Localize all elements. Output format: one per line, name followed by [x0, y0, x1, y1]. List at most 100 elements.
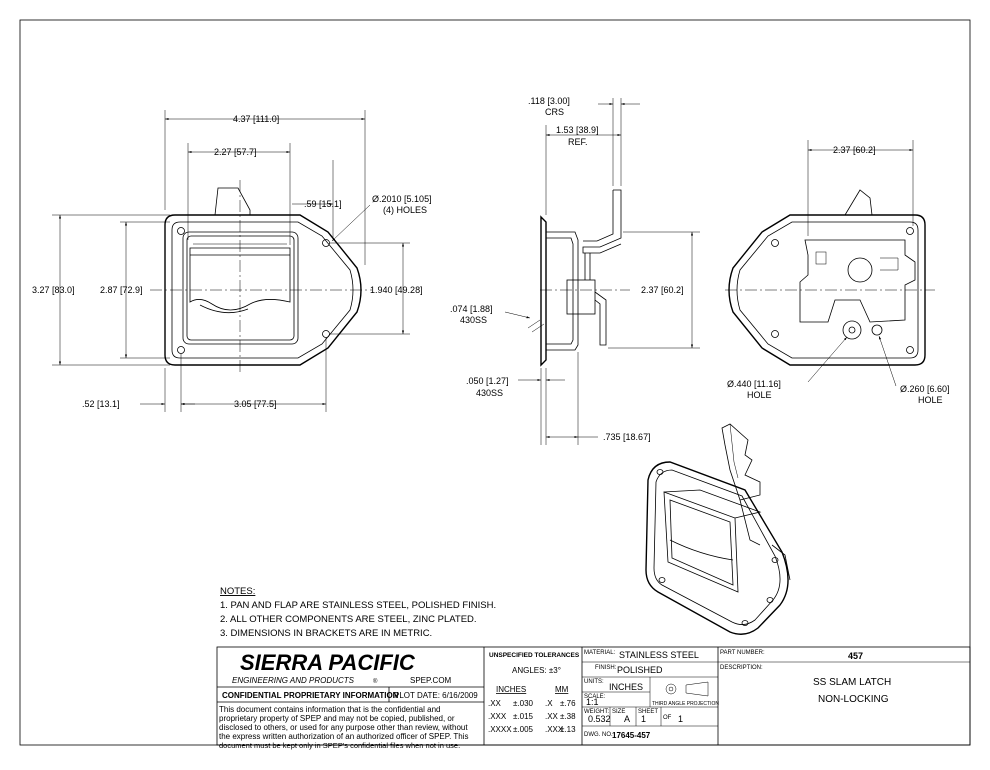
note-1: 1. PAN AND FLAP ARE STAINLESS STEEL, POL… [220, 600, 496, 611]
disclaimer-5: document must be kept only in SPEP's con… [219, 741, 460, 750]
finish-value: POLISHED [617, 665, 663, 675]
angles: ANGLES: ±3° [512, 666, 561, 675]
dim-flap-thk-mm: 3.00 [550, 96, 568, 106]
note-2: 2. ALL OTHER COMPONENTS ARE STEEL, ZINC … [220, 614, 477, 625]
front-view: 4.37 [111.0] 2.27 [57.7] .59 [15.1] Ø.20… [32, 110, 432, 412]
desc-label: DESCRIPTION: [720, 665, 763, 671]
tol-in-2: .XXX [488, 712, 507, 721]
dim-flap-thk: .118 [528, 96, 545, 106]
svg-text:Ø.440 [11.16]: Ø.440 [11.16] [727, 379, 781, 389]
size-label: SIZE [612, 709, 625, 715]
svg-text:.52 [13.1]: .52 [13.1] [82, 399, 120, 409]
finish-label: FINISH: [595, 665, 617, 671]
units-label: UNITS: [584, 679, 604, 685]
isometric-view [645, 423, 791, 635]
svg-text:Ø.260 [6.60]: Ø.260 [6.60] [900, 384, 950, 394]
dim-depth-ref: 1.53 [556, 125, 574, 135]
dim-side-height-mm: 60.2 [664, 285, 682, 295]
scale-value: 1:1 [586, 697, 599, 707]
sheet-label: SHEET [638, 709, 658, 715]
svg-text:2.37 [60.2]: 2.37 [60.2] [641, 285, 684, 295]
part-number: 457 [848, 651, 863, 661]
tol-in-1: .XX [488, 699, 502, 708]
dim-pan-thk-note: 430SS [460, 315, 487, 325]
dim-front-width-mm: 111.0 [256, 114, 277, 124]
dim-edge-offset-mm: 13.1 [100, 399, 118, 409]
dwg-number: 17645-457 [612, 731, 651, 740]
material-value: STAINLESS STEEL [619, 650, 699, 660]
dim-flap-thk-note: CRS [545, 107, 564, 117]
tolerance-table: .XX ±.030 .X ±.76 .XXX ±.015 .XX ±.38 .X… [488, 699, 576, 734]
svg-text:.074 [1.88]: .074 [1.88] [450, 304, 493, 314]
desc-line-2: NON-LOCKING [818, 694, 889, 705]
disclaimer-4: the express written authorization of an … [219, 732, 468, 741]
svg-text:3.27 [83.0]: 3.27 [83.0] [32, 285, 75, 295]
notes-heading: NOTES: [220, 586, 255, 597]
svg-text:4.37 [111.0]: 4.37 [111.0] [233, 114, 279, 124]
disclaimer-2: proprietary property of SPEP and may not… [219, 714, 455, 723]
weight-label: WEIGHT: [584, 709, 609, 715]
dim-rear-width: 2.37 [833, 145, 851, 155]
website: SPEP.COM [410, 676, 452, 685]
size-value: A [624, 714, 630, 724]
dim-flange-thk: .050 [466, 376, 484, 386]
tol-mm-tol-3: ±.13 [560, 725, 576, 734]
units-value: INCHES [609, 682, 643, 692]
dim-hole-offset: .59 [304, 199, 317, 209]
confidential-label: CONFIDENTIAL PROPRIETARY INFORMATION [222, 691, 399, 700]
svg-text:.050 [1.27]: .050 [1.27] [466, 376, 509, 386]
dim-edge-offset: .52 [82, 399, 95, 409]
company-sub: ENGINEERING AND PRODUCTS [232, 676, 355, 685]
projection-label: THIRD ANGLE PROJECTION [652, 701, 719, 707]
dim-pan-height: 2.87 [100, 285, 118, 295]
title-block: SIERRA PACIFIC ENGINEERING AND PRODUCTS … [216, 646, 971, 750]
disclaimer-3: disclosed to others, or used for any pur… [219, 723, 468, 732]
desc-line-1: SS SLAM LATCH [813, 677, 891, 688]
tol-in-tol-2: ±.015 [513, 712, 534, 721]
weight-value: 0.532 [588, 714, 611, 724]
disclaimer-1: This document contains information that … [219, 705, 440, 714]
rear-view: 2.37 [60.2] Ø.440 [11.16] HOLE Ø.260 [6.… [725, 140, 950, 405]
note-3: 3. DIMENSIONS IN BRACKETS ARE IN METRIC. [220, 628, 432, 639]
dim-hole-dia-mm: 5.105 [407, 194, 430, 204]
tol-mm-tol-1: ±.76 [560, 699, 576, 708]
tol-in-tol-3: ±.005 [513, 725, 534, 734]
dim-front-width: 4.37 [233, 114, 251, 124]
dim-overall-height: 3.27 [32, 285, 50, 295]
dim-hole-spacing-v: 1.940 [370, 285, 393, 295]
svg-text:3.05 [77.5]: 3.05 [77.5] [234, 399, 277, 409]
dim-depth-ref-mm: 38.9 [579, 125, 597, 135]
dim-small-hole: Ø.260 [900, 384, 925, 394]
svg-text:1.53 [38.9]: 1.53 [38.9] [556, 125, 599, 135]
inches-label: INCHES [496, 685, 526, 694]
dim-rear-width-mm: 60.2 [856, 145, 874, 155]
registered-mark: ® [373, 678, 378, 685]
plot-date: PLOT DATE: 6/16/2009 [394, 691, 478, 700]
dim-big-hole-note: HOLE [747, 390, 772, 400]
dwg-label: DWG. NO. [584, 732, 613, 738]
part-label: PART NUMBER: [720, 650, 765, 656]
svg-text:Ø.2010 [5.105]: Ø.2010 [5.105] [372, 194, 432, 204]
dim-hole-offset-mm: 15.1 [322, 199, 340, 209]
dim-hole-count: (4) HOLES [383, 205, 427, 215]
dim-hole-spacing-h: 3.05 [234, 399, 252, 409]
tol-mm-3: .XXX [545, 725, 564, 734]
svg-text:2.37 [60.2]: 2.37 [60.2] [833, 145, 876, 155]
dim-hole-spacing-v-mm: 49.28 [398, 285, 421, 295]
dim-pan-height-mm: 72.9 [123, 285, 141, 295]
dim-hole-spacing-h-mm: 77.5 [257, 399, 275, 409]
dim-body-depth: .735 [603, 432, 621, 442]
company-name: SIERRA PACIFIC [240, 650, 416, 675]
dim-pan-thk-mm: 1.88 [473, 304, 491, 314]
of-label: OF [663, 715, 672, 721]
dim-depth-ref-note: REF. [568, 137, 588, 147]
material-label: MATERIAL: [584, 650, 616, 656]
tol-mm-tol-2: ±.38 [560, 712, 576, 721]
sheet-value: 1 [641, 714, 646, 724]
dim-handle-width: 2.27 [214, 147, 232, 157]
svg-text:2.87 [72.9]: 2.87 [72.9] [100, 285, 143, 295]
svg-text:.59 [15.1]: .59 [15.1] [304, 199, 342, 209]
dim-pan-thk: .074 [450, 304, 468, 314]
